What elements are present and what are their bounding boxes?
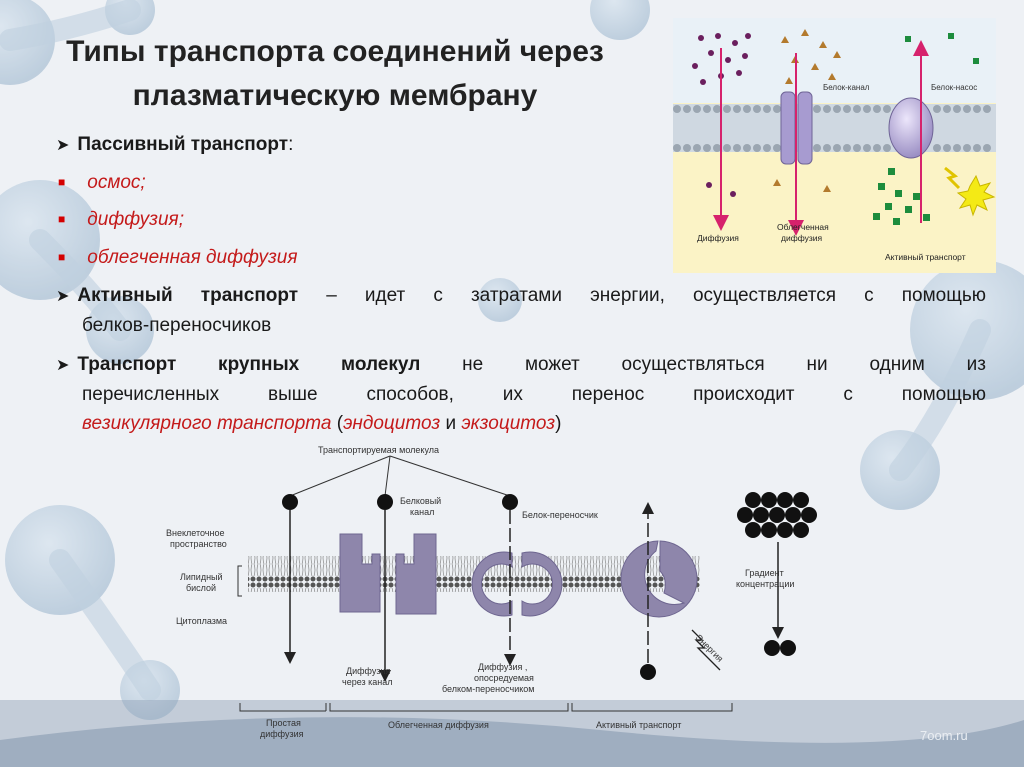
diff-carrier-label-1: Диффузия , [478,662,527,672]
simple-diffusion-label-2: диффузия [260,729,304,739]
large-line-1-text: не может осуществляться ни одним из [420,354,987,375]
transport-figure-top: Белок-канал Белок-насос Диффузия Облегче… [673,18,996,273]
diffusion-text: диффузия; [87,209,184,230]
bullet-active: ➤ Активный транспорт – идет с затратами э… [56,281,986,340]
title-line-2: плазматическую мембрану [132,79,538,112]
page-title: Типы транспорта соединений через плазмат… [20,30,650,118]
watermark-credit: 7oom.ru [920,728,968,743]
diff-channel-label-1: Диффузия [346,666,390,676]
square-marker-icon: ■ [58,175,66,189]
diff-carrier-label-2: опосредуемая [474,673,534,683]
gradient-label-1: Градиент [745,568,784,578]
active-line-1-text: – идет с затратами энергии, осуществляет… [298,285,986,306]
diff-carrier-label-3: белком-переносчиком [442,684,534,694]
cytoplasm-label: Цитоплазма [176,616,227,626]
and-text: и [440,413,462,434]
lipid-label-2: бислой [186,583,216,593]
arrow-marker-icon: ➤ [56,137,70,154]
large-line-3: везикулярного транспорта (эндоцитоз и эк… [56,409,986,438]
square-marker-icon: ■ [58,250,66,264]
extracellular-label-2: пространство [170,539,227,549]
protein-channel-label-2: канал [410,507,434,517]
active-label: Активный транспорт [77,285,299,306]
passive-label: Пассивный транспорт [77,134,289,155]
passive-colon: : [288,134,294,155]
simple-diffusion-label-1: Простая [266,718,301,728]
paren-close: ) [555,413,562,434]
gradient-label-2: концентрации [736,579,794,589]
transport-illustration: Белок-канал Белок-насос Диффузия Облегче… [673,18,996,262]
label-channel: Белок-канал [823,83,870,92]
active-line-1: ➤ Активный транспорт – идет с затратами э… [56,281,986,311]
caption-facilitated-2: диффузия [781,233,822,243]
protein-channel-label-1: Белковый [400,496,441,506]
osmosis-text: осмос; [87,172,146,193]
exocytosis-text: экзоцитоз [461,413,556,434]
caption-active: Активный транспорт [885,252,966,262]
facilitated-text: облегченная диффузия [87,247,298,268]
title-line-1: Типы транспорта соединений через [66,35,604,68]
endocytosis-text: эндоцитоз [343,413,441,434]
membrane-diagram: Транспортируемая молекула Белковый канал… [166,445,817,739]
bullet-large: ➤ Транспорт крупных молекул не может осущ… [56,350,986,438]
large-line-1: ➤ Транспорт крупных молекул не может осущ… [56,350,986,380]
arrow-marker-icon: ➤ [56,288,70,305]
square-marker-icon: ■ [58,212,66,226]
bullet-osmosis: ■ осмос; [56,168,146,197]
vesicular-text: везикулярного транспорта [82,413,332,434]
bullet-passive: ➤ Пассивный транспорт: [56,130,293,160]
lipid-label-1: Липидный [180,572,223,582]
transport-figure-bottom: Транспортируемая молекула Белковый канал… [160,438,830,748]
diff-channel-label-2: через канал [342,677,393,687]
bullet-facilitated: ■ облегченная диффузия [56,243,298,272]
bullet-diffusion: ■ диффузия; [56,205,184,234]
paren-open: ( [331,413,344,434]
caption-facilitated-1: Облегченная [777,222,829,232]
large-line-2: перечисленных выше способов, их перенос … [82,384,986,405]
extracellular-label-1: Внеклеточное [166,528,224,538]
arrow-marker-icon: ➤ [56,357,70,374]
large-label: Транспорт крупных молекул [77,354,421,375]
carrier-protein-label: Белок-переносчик [522,510,598,520]
facilitated-diffusion-label: Облегченная диффузия [388,720,489,730]
label-pump: Белок-насос [931,83,977,92]
active-transport-label: Активный транспорт [596,720,681,730]
transported-molecule-label: Транспортируемая молекула [318,445,439,455]
active-line-2: белков-переносчиков [82,315,272,336]
caption-diffusion: Диффузия [697,233,739,243]
